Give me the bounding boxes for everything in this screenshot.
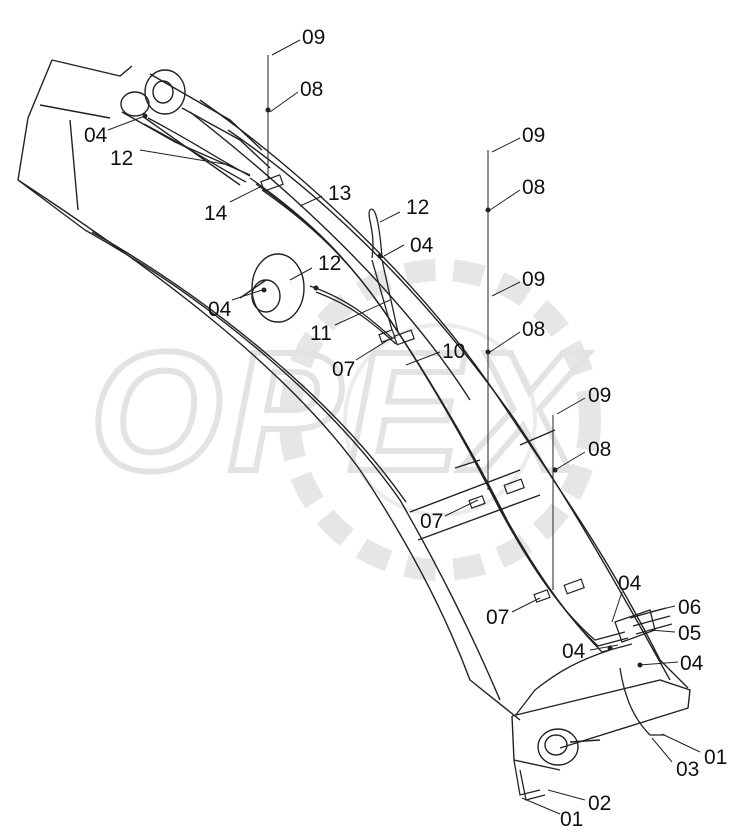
- callout-labels: 09 08 04 12 14 13 12 04 12 04 09 08 09 0…: [84, 26, 727, 831]
- callout-label: 01: [704, 746, 727, 769]
- callout-label: 12: [406, 196, 429, 219]
- callout-label: 12: [110, 147, 133, 170]
- callout-label: 04: [208, 298, 232, 321]
- callout-label: 06: [678, 596, 701, 619]
- callout-label: 14: [204, 202, 228, 225]
- callout-label: 04: [562, 640, 586, 663]
- callout-label: 03: [676, 758, 699, 781]
- callout-label: 07: [332, 358, 355, 381]
- callout-label: 07: [486, 606, 509, 629]
- boom-outline: [17, 59, 691, 771]
- watermark-text: OPEX: [90, 317, 589, 507]
- watermark-gear: [279, 259, 601, 581]
- callout-label: 08: [588, 438, 611, 461]
- callout-label: 01: [560, 808, 583, 831]
- callout-label: 04: [84, 124, 108, 147]
- callout-label: 09: [522, 124, 545, 147]
- callout-label: 10: [442, 340, 465, 363]
- top-lugs: [120, 69, 271, 186]
- callout-label: 13: [328, 182, 351, 205]
- callout-label: 02: [588, 792, 611, 815]
- callout-label: 08: [522, 318, 545, 341]
- callout-label: 07: [420, 510, 443, 533]
- leader-lines: [107, 39, 701, 815]
- callout-label: 09: [588, 384, 611, 407]
- callout-label: 08: [300, 78, 323, 101]
- fitting-dots: [142, 107, 643, 668]
- bolt-axes: [267, 55, 554, 590]
- callout-label: 04: [680, 652, 704, 675]
- callout-label: 04: [618, 572, 642, 595]
- callout-label: 09: [302, 26, 325, 49]
- clamp-plates: [260, 174, 585, 603]
- callout-label: 04: [410, 234, 434, 257]
- callout-label: 09: [522, 268, 545, 291]
- mid-pin-boss: [239, 253, 305, 323]
- watermark: OPEX: [87, 259, 601, 581]
- callout-label: 05: [678, 622, 701, 645]
- callout-label: 08: [522, 176, 545, 199]
- callout-label: 11: [310, 322, 332, 345]
- callout-label: 12: [318, 252, 341, 275]
